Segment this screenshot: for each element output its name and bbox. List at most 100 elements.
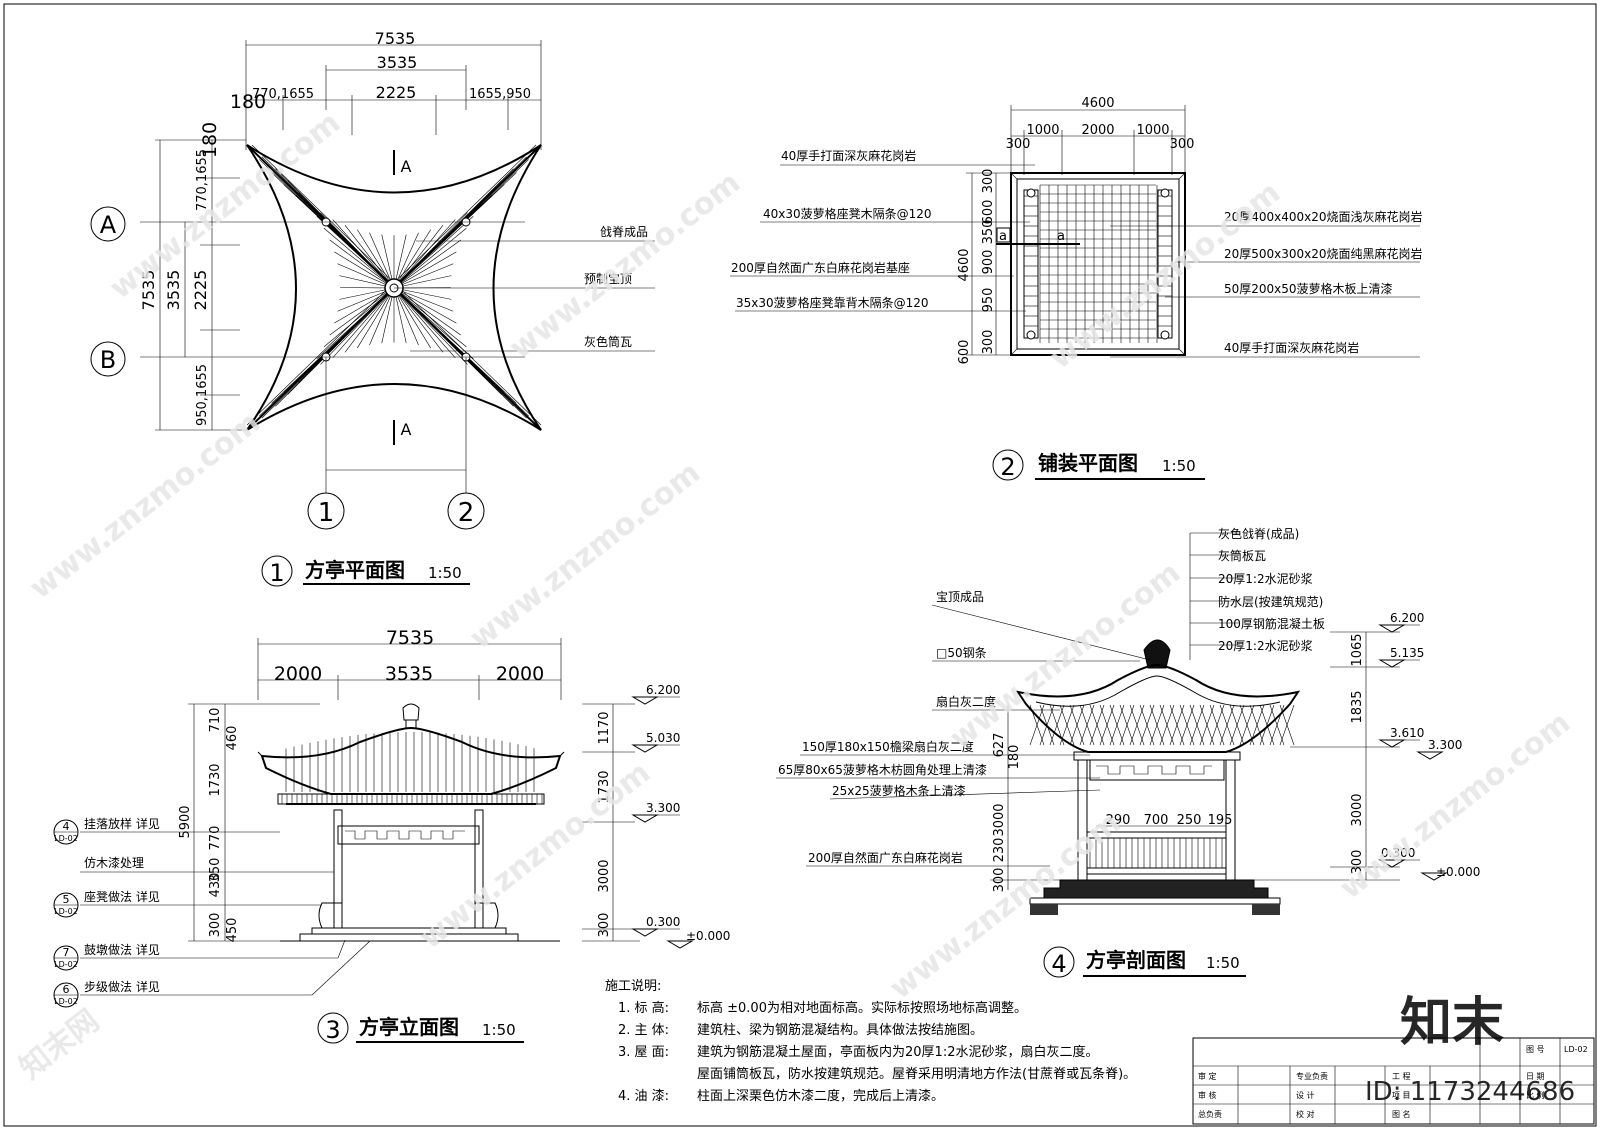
- plan-dim-b: 2225: [376, 83, 417, 102]
- tb-cell-10: 日 期: [1526, 1072, 1545, 1081]
- watermark-site-7: www.znzmo.com: [413, 755, 657, 956]
- section-dim-l3: 230: [992, 838, 1007, 863]
- elev-dim-left-total: 5900: [178, 805, 193, 838]
- paving-dim-left: 4600: [957, 248, 972, 281]
- section-dim-l4: 300: [992, 868, 1007, 893]
- section-dim-r3: 300: [1350, 850, 1365, 875]
- plan-dim-left-top: 770,1655: [195, 149, 210, 211]
- paving-dim-l0: 300: [981, 169, 996, 194]
- section-label-top-1: 灰筒板瓦: [1218, 548, 1266, 563]
- section-label-left-3: 150厚180x150檐梁扇白灰二度: [802, 739, 974, 754]
- tb-cell-2: 总负责: [1198, 1109, 1222, 1119]
- paving-label-right-2: 50厚200x50菠萝格木板上清漆: [1224, 281, 1393, 296]
- elev-roof-tiles: [285, 732, 535, 792]
- section-label-left-1: □50钢条: [936, 646, 987, 660]
- section-label-top-4: 100厚钢筋混凝土板: [1218, 616, 1325, 631]
- paving-dim-t4: 300: [1170, 137, 1195, 152]
- elev-dim-l4: 430: [208, 873, 223, 898]
- paving-dim-t0: 300: [1006, 137, 1031, 152]
- note-2-text: 建筑为钢筋混凝土屋面，亭面板内为20厚1:2水泥砂浆，扇白灰二度。: [697, 1044, 1098, 1060]
- elev-dim-l7: 300: [208, 913, 223, 938]
- plan-dim-left-total: 7535: [139, 270, 158, 311]
- elev-roof: [260, 726, 562, 795]
- section-label-top-2: 20厚1:2水泥砂浆: [1218, 571, 1313, 586]
- axis-bubble-b: [90, 341, 126, 377]
- elev-dim-r1: 1730: [597, 770, 612, 803]
- note-3-text: 屋面铺筒板瓦，防水按建筑规范。屋脊采用明清地方作法(甘蔗脊或瓦条脊)。: [697, 1066, 1136, 1082]
- tb-cell-8: 图 名: [1392, 1109, 1411, 1119]
- axis-label-b: B: [100, 346, 116, 374]
- elev-dim-l8: 450: [225, 918, 240, 943]
- elev-dim-l0: 710: [208, 708, 223, 733]
- section-label-left-2: 扇白灰二度: [936, 694, 996, 709]
- section-dim-l2: 3000: [992, 803, 1007, 836]
- tb-cell-3: 专业负责: [1296, 1071, 1328, 1081]
- paving-label-right-0: 20厚400x400x20烧面浅灰麻花岗岩: [1224, 209, 1423, 224]
- plan-dim-180: 180: [230, 91, 266, 113]
- watermark-site-5: www.znzmo.com: [463, 455, 707, 656]
- watermark-id: ID: 1173244686: [1365, 1077, 1575, 1107]
- elev-level-1: 5.030: [646, 731, 680, 745]
- elev-dim-r0: 1170: [597, 711, 612, 744]
- axis-bubble-a: [90, 206, 126, 242]
- paving-label-left-3: 35x30菠萝格座凳靠背木隔条@120: [736, 295, 929, 310]
- paving-plan-view: 4600 300 1000 2000 1000 300 4600 300 600…: [730, 96, 1423, 481]
- note-0-label: 1. 标 高:: [618, 1000, 669, 1016]
- paving-label-right-3: 40厚手打面深灰麻花岗岩: [1224, 340, 1359, 355]
- plan-dim-a: 770,1655: [252, 87, 314, 102]
- axis-label-a: A: [100, 211, 117, 239]
- watermark-site-4: www.znzmo.com: [23, 405, 267, 606]
- tb-cell-12: LD-02: [1564, 1045, 1588, 1054]
- section-view: 灰色戗脊(成品) 灰筒板瓦 20厚1:2水泥砂浆 防水层(按建筑规范) 100厚…: [776, 527, 1480, 978]
- paving-title-index: 2: [1000, 453, 1015, 481]
- callout-4-num: 6: [63, 983, 70, 996]
- note-1-label: 2. 主 体:: [618, 1023, 669, 1038]
- elev-dim-l2: 1730: [208, 763, 223, 796]
- section-level-0: 6.200: [1390, 611, 1424, 625]
- watermark-brand: 知末: [1400, 993, 1504, 1053]
- callout-3-text: 鼓墩做法 详见: [84, 942, 160, 957]
- paving-title: 铺装平面图: [1038, 451, 1138, 475]
- paving-label-left-1: 40x30菠萝格座凳木隔条@120: [763, 206, 932, 221]
- tb-cell-9: 图 号: [1526, 1045, 1545, 1054]
- section-dim-i1: 700: [1144, 813, 1169, 828]
- section-dim-r2: 3000: [1350, 793, 1365, 826]
- section-label-left-6: 200厚自然面广东白麻花岗岩: [808, 850, 963, 865]
- elev-dim-row-0: 2000: [274, 663, 322, 685]
- section-title: 方亭剖面图: [1086, 948, 1186, 972]
- section-dim-r0: 1065: [1350, 633, 1365, 666]
- note-1-text: 建筑柱、梁为钢筋混凝结构。具体做法按结施图。: [697, 1022, 983, 1038]
- note-4-label: 4. 油 漆:: [618, 1088, 669, 1104]
- elev-dim-r3: 300: [597, 913, 612, 938]
- paving-bench-slats: [1024, 195, 1172, 327]
- section-level-4: 0.300: [1381, 846, 1415, 860]
- elev-dim-top: 7535: [386, 627, 434, 649]
- paving-dim-top: 4600: [1081, 96, 1114, 111]
- paving-dim-l6: 300: [981, 330, 996, 355]
- plan-title: 方亭平面图: [305, 558, 405, 582]
- plan-dim-total: 7535: [375, 29, 416, 48]
- plan-view: 7535 3535 770,1655 2225 1655,950 180 753…: [90, 29, 655, 587]
- plan-title-index: 1: [269, 559, 284, 587]
- section-roof-lattice: [1029, 704, 1295, 746]
- callout-1-text: 仿木漆处理: [84, 856, 144, 870]
- tb-cell-4: 设 计: [1296, 1090, 1315, 1100]
- notes-heading: 施工说明:: [605, 979, 661, 994]
- plan-label-1: 预制宝顶: [584, 272, 632, 286]
- section-label-top-3: 防水层(按建筑规范): [1218, 594, 1323, 609]
- paving-label-left-0: 40厚手打面深灰麻花岗岩: [781, 148, 916, 163]
- plan-label-2: 灰色筒瓦: [584, 334, 632, 349]
- paving-label-right-1: 20厚500x300x20烧面纯黑麻花岗岩: [1224, 246, 1423, 261]
- axis-label-1: 1: [318, 498, 335, 528]
- note-2-label: 3. 屋 面:: [618, 1045, 669, 1060]
- callout-0-sheet: LD-02: [54, 834, 78, 843]
- elev-scale: 1:50: [482, 1021, 516, 1039]
- paving-tile-grid: [1039, 184, 1158, 343]
- section-label-top-5: 20厚1:2水泥砂浆: [1218, 638, 1313, 653]
- paving-scale: 1:50: [1162, 457, 1196, 475]
- note-0-text: 标高 ±0.00为相对地面标高。实际标按照场地标高调整。: [697, 1000, 1027, 1016]
- elev-title-index: 3: [325, 1016, 340, 1044]
- paving-dim-t2: 2000: [1081, 123, 1114, 138]
- tb-cell-11: 比 例: [1526, 1090, 1545, 1100]
